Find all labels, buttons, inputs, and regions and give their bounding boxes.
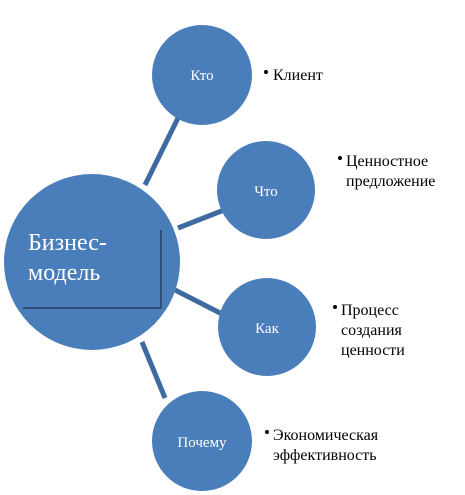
bullet-pochemu xyxy=(265,430,269,434)
item-kto-line1: Клиент xyxy=(273,67,323,84)
connector-kak xyxy=(173,287,226,318)
center-circle xyxy=(4,174,180,350)
connector-kto xyxy=(142,116,181,187)
node-chto: Что xyxy=(217,141,315,239)
bullet-kak xyxy=(333,305,337,309)
node-label-pochemu: Почему xyxy=(177,435,227,451)
node-kak: Как xyxy=(218,278,316,376)
node-circle-pochemu xyxy=(152,391,252,491)
item-kak-line1: Процесс xyxy=(341,302,399,319)
center-label-line2: модель xyxy=(28,260,100,286)
item-chto-line1: Ценностное xyxy=(346,153,428,170)
item-pochemu: Экономическая эффективность xyxy=(265,427,379,464)
center-label-line1: Бизнес- xyxy=(28,230,107,256)
node-circle-chto xyxy=(217,141,315,239)
item-chto: Ценностное предложение xyxy=(338,153,435,190)
connector-chto xyxy=(177,207,225,231)
node-kto: Кто xyxy=(152,25,252,125)
node-circle-kak xyxy=(218,278,316,376)
node-pochemu: Почему xyxy=(152,391,252,491)
connectors xyxy=(139,116,226,399)
item-chto-line2: предложение xyxy=(346,173,435,190)
bullet-chto xyxy=(338,156,342,160)
node-label-chto: Что xyxy=(254,184,278,200)
item-kak: Процесс создания ценности xyxy=(333,302,405,359)
item-kak-line3: ценности xyxy=(341,342,405,359)
bullet-kto xyxy=(264,70,268,74)
item-pochemu-line2: эффективность xyxy=(273,447,377,464)
connector-pochemu xyxy=(139,341,168,399)
center-frame xyxy=(23,230,162,309)
center-node: Бизнес- модель xyxy=(4,174,180,350)
item-kak-line2: создания xyxy=(341,322,403,339)
node-label-kto: Кто xyxy=(190,68,213,84)
node-circle-kto xyxy=(152,25,252,125)
item-kto: Клиент xyxy=(264,67,323,84)
node-label-kak: Как xyxy=(255,321,279,337)
item-pochemu-line1: Экономическая xyxy=(273,427,379,444)
